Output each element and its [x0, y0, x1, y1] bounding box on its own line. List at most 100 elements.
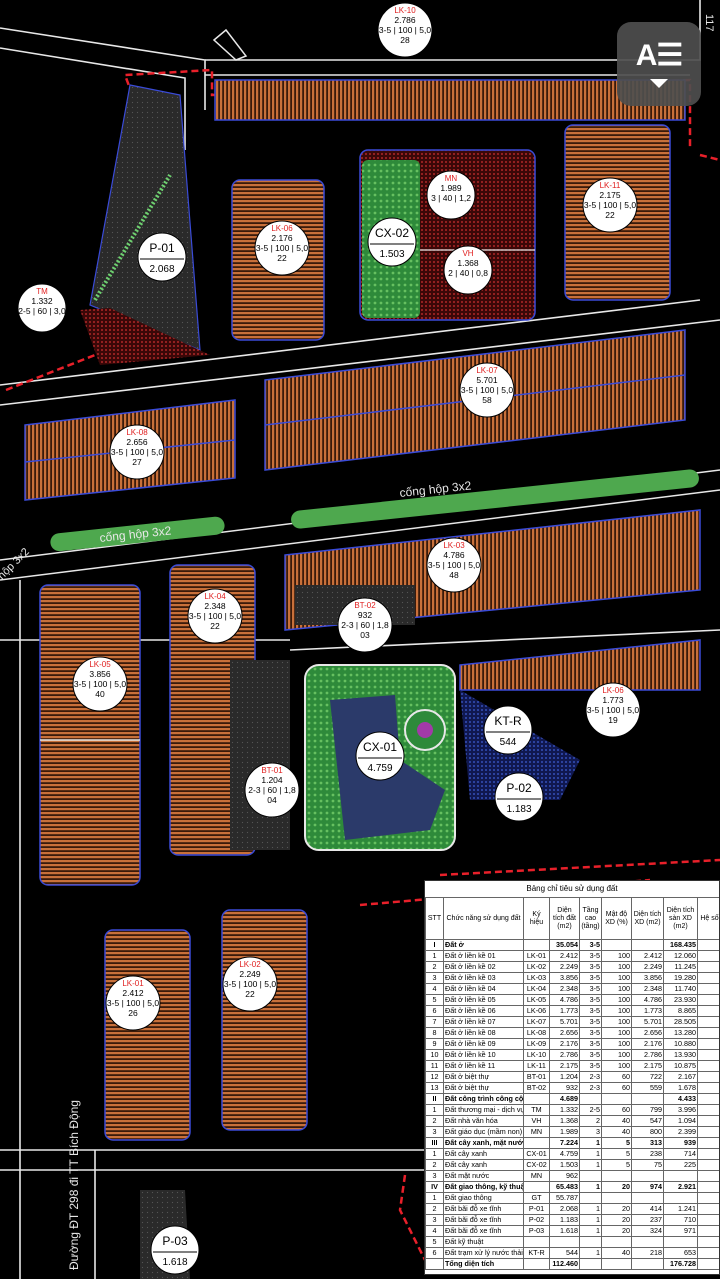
- zone-id: CX-01: [363, 740, 397, 754]
- table-cell: 3-5: [579, 1027, 602, 1039]
- table-cell: LK-11: [523, 1060, 550, 1072]
- table-cell: Đất bãi đỗ xe tĩnh: [443, 1214, 524, 1226]
- table-cell: III: [425, 1137, 444, 1149]
- table-cell: 939: [663, 1137, 698, 1149]
- zone-badge-p-02[interactable]: P-021.183: [494, 772, 544, 822]
- table-cell: 4.786: [631, 994, 664, 1006]
- table-cell: 971: [663, 1225, 698, 1237]
- table-cell: 932: [549, 1082, 580, 1094]
- table-cell: 176.728: [663, 1258, 698, 1270]
- table-cell: 4.689: [549, 1093, 580, 1105]
- parcel-line: 2 | 40 | 0,8: [448, 268, 488, 278]
- table-cell: 2: [425, 1159, 444, 1171]
- parcel-line: 3-5 | 100 | 5,0: [74, 679, 126, 689]
- table-cell: 4.759: [549, 1148, 580, 1160]
- table-cell: 3-5: [579, 1038, 602, 1050]
- parcel-id: TM: [36, 287, 48, 296]
- table-cell: 6: [425, 1005, 444, 1017]
- parcel-line: 3-5 | 100 | 5,0: [379, 25, 431, 35]
- parcel-id: BT-01: [261, 766, 283, 775]
- table-cell: 1.773: [631, 1005, 664, 1017]
- block-lk02-lots: [221, 909, 308, 1131]
- parcel-line: 2-3 | 60 | 1,8: [248, 785, 296, 795]
- table-cell: 10: [425, 1049, 444, 1061]
- parcel-line: 2.786: [394, 15, 416, 25]
- table-cell: 7.224: [549, 1137, 580, 1149]
- table-cell: [601, 1093, 632, 1105]
- table-cell: Đất ở liền kề 11: [443, 1060, 524, 1072]
- parcel-line: 3-5 | 100 | 5,0: [584, 200, 636, 210]
- zone-badge-cx-02[interactable]: CX-021.503: [367, 217, 417, 267]
- table-cell: [697, 1247, 719, 1259]
- parcel-line: 3-5 | 100 | 5,0: [189, 611, 241, 621]
- table-cell: Đất giáo dục (mầm non): [443, 1126, 524, 1138]
- table-cell: 225: [663, 1159, 698, 1171]
- table-header-cell: Diện tích XD (m2): [631, 897, 664, 940]
- zone-value: 2.068: [149, 264, 174, 275]
- table-cell: 4.433: [663, 1093, 698, 1105]
- canal-mid: [50, 516, 225, 552]
- parcel-line: 2.249: [239, 969, 261, 979]
- parcel-line: 58: [482, 395, 492, 405]
- table-cell: Đất ở biệt thự: [443, 1071, 524, 1083]
- table-cell: CX-01: [523, 1148, 550, 1160]
- parcel-id: LK-06: [271, 224, 293, 233]
- table-cell: [697, 961, 719, 973]
- table-cell: 238: [631, 1148, 664, 1160]
- block-bt01-lots: [230, 660, 290, 850]
- table-cell: 2.176: [549, 1038, 580, 1050]
- table-cell: 5: [601, 1137, 632, 1149]
- table-cell: 112.460: [549, 1258, 580, 1270]
- table-cell: 3: [425, 972, 444, 984]
- table-cell: [697, 1159, 719, 1171]
- table-cell: 2: [425, 1203, 444, 1215]
- table-cell: [697, 983, 719, 995]
- zone-badge-p-01[interactable]: P-012.068: [137, 232, 187, 282]
- zone-value: 1.618: [162, 1257, 187, 1268]
- parcel-id: LK-05: [89, 660, 111, 669]
- table-cell: 65.483: [549, 1181, 580, 1193]
- table-cell: 20: [601, 1181, 632, 1193]
- reader-mode-button[interactable]: A☰: [617, 22, 701, 106]
- parcel-line: 22: [605, 210, 615, 220]
- table-cell: 9: [425, 1038, 444, 1050]
- table-cell: [697, 1005, 719, 1017]
- table-cell: 3.856: [549, 972, 580, 984]
- table-cell: [631, 1236, 664, 1248]
- table-cell: 218: [631, 1247, 664, 1259]
- zone-badge-p-03[interactable]: P-03 1.618: [150, 1225, 200, 1275]
- parcel-line: 5.701: [476, 375, 498, 385]
- table-cell: 11.740: [663, 983, 698, 995]
- table-cell: 2.167: [663, 1071, 698, 1083]
- table-cell: VH: [523, 1115, 550, 1127]
- table-cell: LK-09: [523, 1038, 550, 1050]
- zone-badge-cx-01[interactable]: CX-014.759: [355, 731, 405, 781]
- table-cell: 13.930: [663, 1049, 698, 1061]
- zone-id: P-03: [162, 1234, 188, 1248]
- table-cell: 3-5: [579, 1016, 602, 1028]
- table-cell: 100: [601, 1005, 632, 1017]
- table-cell: Đất ở liền kề 01: [443, 950, 524, 962]
